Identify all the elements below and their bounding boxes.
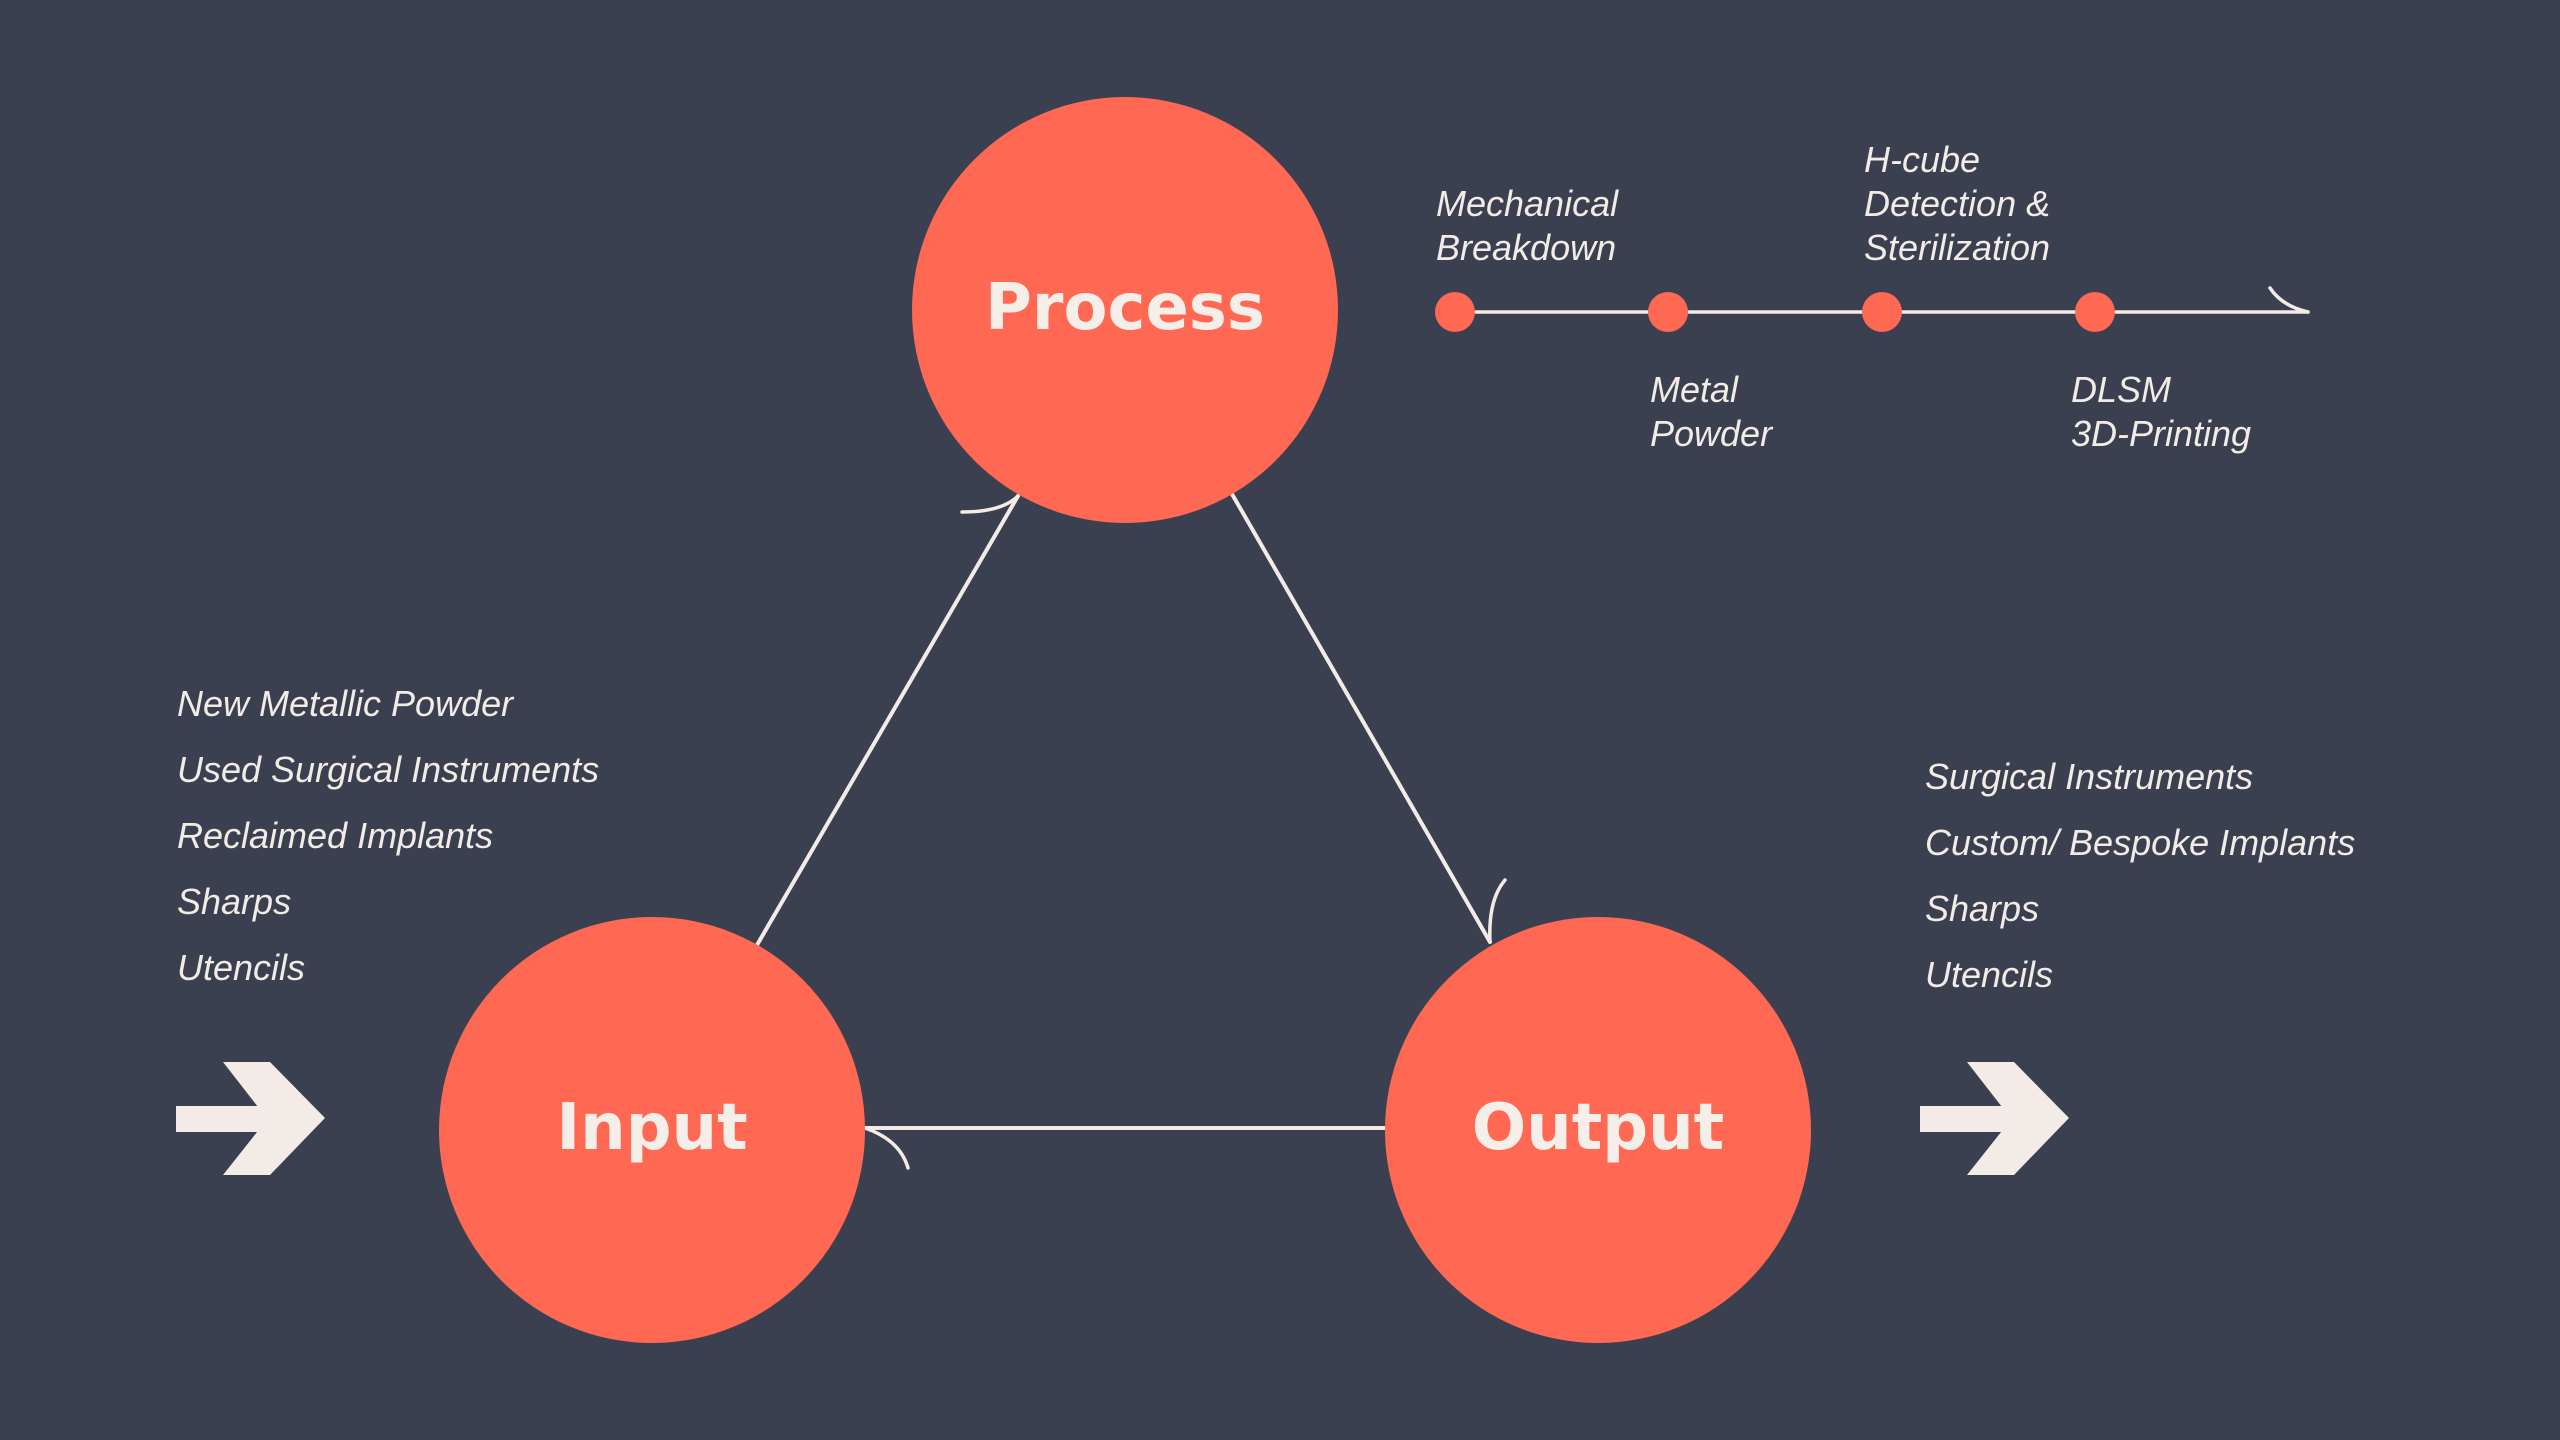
process-step-1-line1: Mechanical <box>1436 183 1619 224</box>
input-arrow-icon <box>176 1062 325 1175</box>
process-step-4-line1: DLSM <box>2071 369 2172 410</box>
input-items-list: New Metallic Powder Used Surgical Instru… <box>177 682 599 1012</box>
output-node-label: Output <box>1472 1091 1725 1165</box>
process-step-4-line2: 3D-Printing <box>2071 413 2252 454</box>
connector-process-to-output <box>1230 492 1507 944</box>
output-item: Sharps <box>1925 888 2040 929</box>
process-step-1: Mechanical Breakdown <box>1436 182 1618 270</box>
input-item: Reclaimed Implants <box>177 815 494 856</box>
timeline-dot-1 <box>1435 292 1475 332</box>
process-step-3-line1: H-cube <box>1864 139 1981 180</box>
process-step-3-line3: Sterilization <box>1864 227 2051 268</box>
output-node: Output <box>1385 917 1811 1343</box>
process-node: Process <box>912 97 1338 523</box>
process-node-label: Process <box>985 271 1265 345</box>
process-step-2-line1: Metal <box>1650 369 1739 410</box>
process-step-4: DLSM 3D-Printing <box>2071 368 2251 456</box>
output-item: Custom/ Bespoke Implants <box>1925 822 2356 863</box>
process-step-3: H-cube Detection & Sterilization <box>1864 138 2050 270</box>
input-node: Input <box>439 917 865 1343</box>
input-item: Sharps <box>177 881 292 922</box>
input-item: Utencils <box>177 947 306 988</box>
process-timeline <box>1435 286 2310 332</box>
connector-output-to-input <box>863 1126 1387 1170</box>
timeline-dot-4 <box>2075 292 2115 332</box>
output-items-list: Surgical Instruments Custom/ Bespoke Imp… <box>1925 755 2355 1019</box>
input-item: Used Surgical Instruments <box>177 749 600 790</box>
process-step-3-line2: Detection & <box>1864 183 2051 224</box>
process-step-1-line2: Breakdown <box>1436 227 1617 268</box>
output-item: Surgical Instruments <box>1925 756 2254 797</box>
timeline-dot-2 <box>1648 292 1688 332</box>
timeline-dot-3 <box>1862 292 1902 332</box>
output-item: Utencils <box>1925 954 2054 995</box>
connector-input-to-process <box>755 494 1020 947</box>
process-step-2-line2: Powder <box>1650 413 1773 454</box>
output-arrow-icon <box>1920 1062 2069 1175</box>
input-node-label: Input <box>556 1091 747 1165</box>
process-step-2: Metal Powder <box>1650 368 1772 456</box>
input-item: New Metallic Powder <box>177 683 514 724</box>
